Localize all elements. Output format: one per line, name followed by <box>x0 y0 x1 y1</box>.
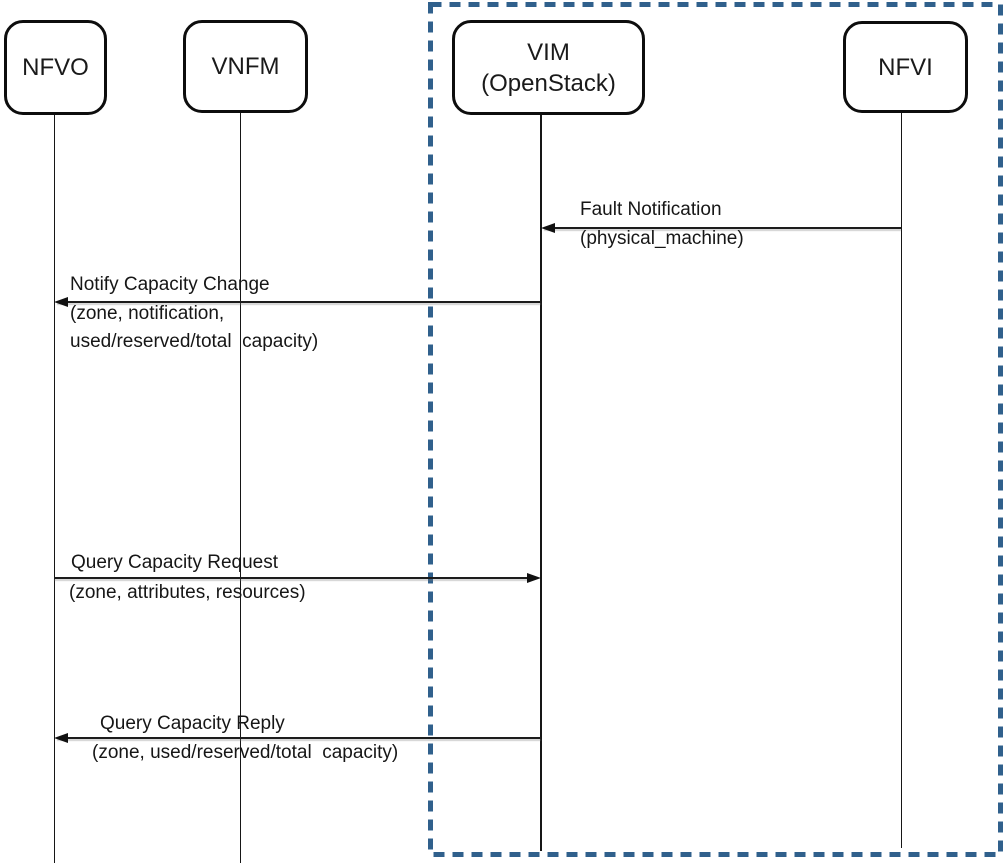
actor-nfvi-label: NFVI <box>878 53 933 81</box>
arrowhead-left-icon <box>541 223 555 233</box>
arrowhead-left-icon <box>54 297 68 307</box>
message-label-query-capacity-reply-line1: Query Capacity Reply <box>100 713 285 734</box>
actor-vim-sublabel: (OpenStack) <box>481 69 616 97</box>
message-label-notify-capacity-change-line1: Notify Capacity Change <box>70 274 270 295</box>
lifeline-vnfm <box>239 111 242 863</box>
actor-vim-label: VIM <box>527 38 570 66</box>
actor-vnfm-label: VNFM <box>211 53 280 80</box>
message-line-query-capacity-reply <box>57 737 541 739</box>
message-label-fault-notification-line1: Fault Notification <box>580 199 722 220</box>
dashed-border-rect <box>428 2 1003 857</box>
lifeline-nfvo <box>53 113 56 863</box>
message-line-query-capacity-request <box>54 577 530 579</box>
arrowhead-left-icon <box>54 733 68 743</box>
actor-nfvo-label: NFVO <box>22 54 89 81</box>
lifeline-nfvi <box>900 111 903 848</box>
actor-vim: VIM (OpenStack) <box>452 20 645 115</box>
arrowhead-right-icon <box>527 573 541 583</box>
actor-nfvi: NFVI <box>843 21 968 113</box>
message-label-fault-notification-line2: (physical_machine) <box>580 228 744 249</box>
message-label-query-capacity-request-line1: Query Capacity Request <box>71 552 278 573</box>
actor-nfvo: NFVO <box>4 20 107 115</box>
message-label-query-capacity-request-line2: (zone, attributes, resources) <box>69 582 306 603</box>
message-label-notify-capacity-change-line2: (zone, notification, <box>70 303 225 324</box>
message-label-query-capacity-reply-line2: (zone, used/reserved/total capacity) <box>92 742 399 763</box>
actor-vnfm: VNFM <box>183 20 308 113</box>
message-label-notify-capacity-change-line3: used/reserved/total capacity) <box>70 331 319 352</box>
message-line-notify-capacity-change <box>57 301 541 303</box>
